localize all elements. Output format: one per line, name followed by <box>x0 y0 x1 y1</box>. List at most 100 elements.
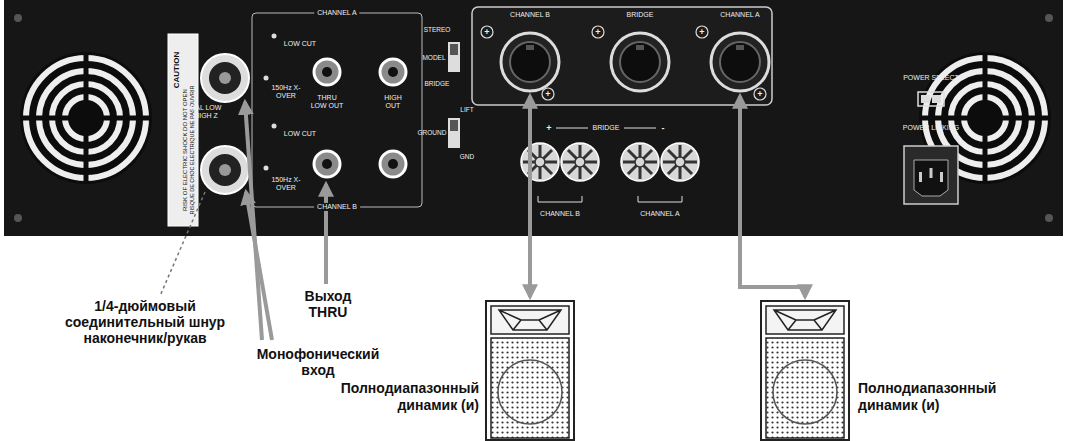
connector-key <box>636 45 644 50</box>
woofer-outline <box>773 360 837 424</box>
quarter-inch-jack-part <box>322 67 332 77</box>
quarter-inch-jack-part <box>388 159 398 169</box>
speaker-grille <box>491 338 569 438</box>
connector-socket <box>510 42 550 82</box>
connector-ring <box>501 33 559 91</box>
control-label: 150Hz X-OVER <box>269 84 303 100</box>
full-range-speaker: Полнодиапазонный динамик (и) <box>760 300 850 441</box>
quarter-inch-jack-part <box>314 59 340 85</box>
speaker-cable-arrow <box>528 96 532 297</box>
speaker-cabinet <box>486 301 574 440</box>
connector-label: CHANNEL B <box>510 11 550 19</box>
speaker-label: Полнодиапазонный динамик (и) <box>329 380 479 414</box>
speaker-label: Полнодиапазонный динамик (и) <box>858 380 1008 414</box>
binding-post-part <box>661 143 699 181</box>
connector-label: CHANNEL A <box>720 11 759 19</box>
connector-key <box>736 45 744 50</box>
control-label: 150Hz X-OVER <box>269 176 303 192</box>
horn-panel <box>766 306 844 334</box>
power-inlet-part <box>919 172 922 182</box>
leader-line-part <box>246 192 272 340</box>
horn-panel <box>491 306 569 334</box>
speakon-shape <box>499 31 561 93</box>
speakon-panel-part <box>472 7 772 105</box>
speakon-panel-part <box>696 26 708 38</box>
quarter-inch-jack-part <box>314 151 340 177</box>
rear-panel-part <box>1045 14 1053 22</box>
bridge-label: BRIDGE <box>593 124 620 132</box>
rear-panel-part <box>14 14 22 22</box>
speakon-connector: CHANNEL A <box>709 31 771 93</box>
switch-label: GROUND <box>418 129 447 136</box>
caution-plate-part <box>168 34 198 226</box>
speakon-connector: CHANNEL B <box>499 31 561 93</box>
warning-text: RISK OF ELECTRIC SHOCK DO NOT OPEN <box>182 89 189 211</box>
terminal-label: CHANNEL A <box>640 210 679 218</box>
speakon-connector: BRIDGE <box>609 31 671 93</box>
combo-input-jack <box>201 54 249 194</box>
warning-title: CAUTION <box>172 52 181 88</box>
slide-switch <box>448 42 460 148</box>
binding-post-part <box>521 143 559 181</box>
power-label: POWER SELECT <box>903 74 959 82</box>
polarity-mark: + <box>699 27 704 37</box>
slide-switch-part <box>448 42 460 72</box>
rear-panel <box>4 0 1063 236</box>
power-switch-part <box>921 95 930 103</box>
polarity-mark: + <box>545 89 550 99</box>
channel-label: CHANNEL A <box>314 9 359 17</box>
speakon-panel <box>472 7 772 105</box>
led-indicator-part <box>264 76 269 81</box>
combo-input-jack-part <box>219 164 231 176</box>
connector-key <box>526 45 534 50</box>
switch-label: GND <box>460 153 474 160</box>
connector-label: BRIDGE <box>627 11 654 19</box>
channel-group-outline-part <box>252 13 422 207</box>
polarity-mark: + <box>595 27 600 37</box>
connector-ring <box>611 33 669 91</box>
horn-symbol <box>774 310 836 330</box>
cooling-fan-part <box>20 52 152 184</box>
input-label: BAL LOW HIGH Z <box>184 104 228 120</box>
power-inlet-part <box>930 168 933 178</box>
connector-ring <box>711 33 769 91</box>
terminal-label: CHANNEL B <box>540 210 580 218</box>
binding-post-part <box>621 143 659 181</box>
switch-label: BRIDGE <box>425 80 450 87</box>
speakon-panel-part <box>754 88 766 100</box>
power-switch-part <box>918 92 944 106</box>
rear-panel-part <box>4 0 1063 236</box>
leader-line-part <box>324 184 328 284</box>
switch-label: LIFT <box>460 106 473 113</box>
slide-switch-part <box>448 118 460 148</box>
speakon-panel-part <box>542 88 554 100</box>
led-indicator-part <box>272 34 277 39</box>
power-label: POWER LINKING <box>903 124 959 132</box>
combo-input-jack-part <box>209 154 241 186</box>
callout-text: Монофонический вход <box>243 346 393 378</box>
bridge-bracket <box>538 128 682 202</box>
polarity-mark: + <box>484 27 489 37</box>
channel-label: CHANNEL B <box>314 203 360 211</box>
slide-switch-part <box>450 44 458 55</box>
led-indicator <box>264 34 277 171</box>
speakon-panel-part <box>592 26 604 38</box>
control-label: LOW CUT <box>284 40 316 48</box>
speakon-shape <box>609 31 671 93</box>
connector-socket <box>720 42 760 82</box>
quarter-inch-jack-part <box>380 59 406 85</box>
quarter-inch-jack-part <box>322 159 332 169</box>
connector-socket <box>620 42 660 82</box>
bridge-bracket-part <box>538 196 682 202</box>
quarter-inch-jack-part <box>380 151 406 177</box>
full-range-speaker: Полнодиапазонный динамик (и) <box>485 300 575 441</box>
speaker-shape <box>485 300 575 441</box>
speaker-grille <box>766 338 844 438</box>
polarity-mark: + <box>546 123 551 133</box>
switch-label: MODEL <box>422 54 445 61</box>
power-inlet-part <box>940 172 943 182</box>
power-inlet-part <box>914 160 948 196</box>
binding-post-part <box>561 143 599 181</box>
